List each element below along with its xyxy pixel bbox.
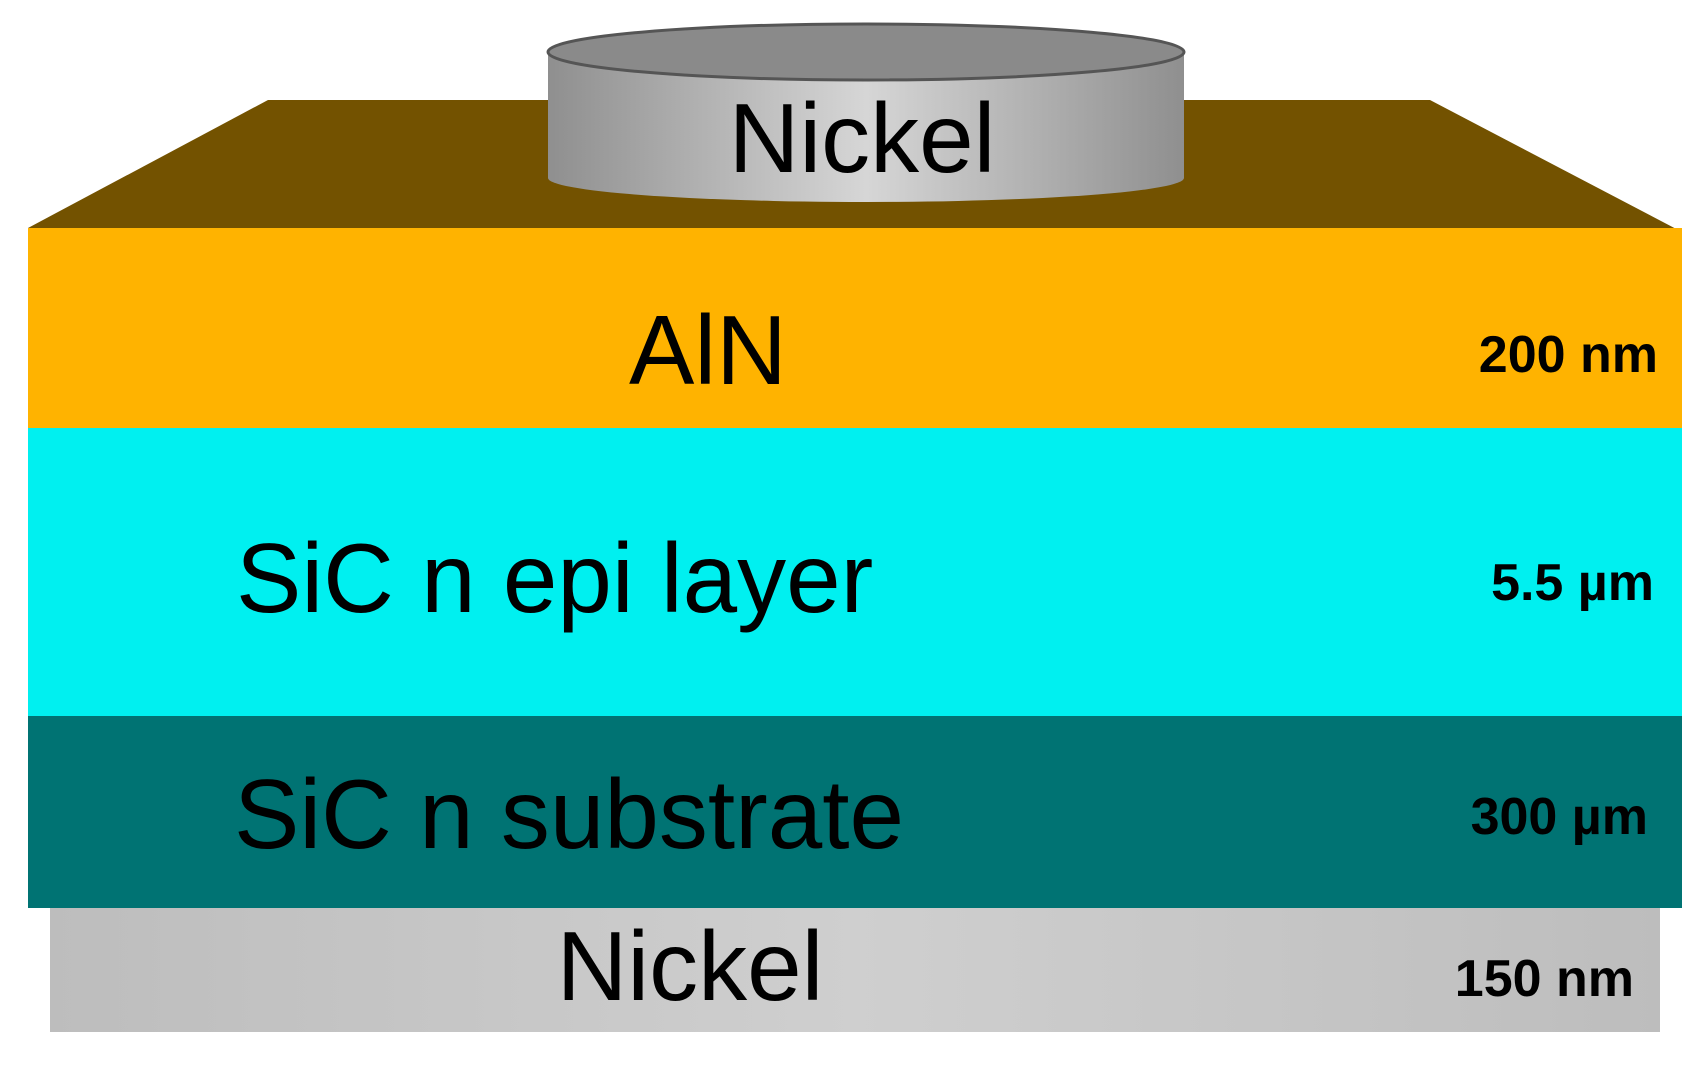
nickel-top-contact: Nickel (546, 22, 1186, 202)
sic-substrate-label: SiC n substrate (234, 759, 904, 869)
nickel-contact-side (548, 52, 1184, 202)
nickel-contact-label: Nickel (729, 83, 996, 193)
aln-thickness: 200 nm (1479, 326, 1658, 384)
nickel-back-thickness: 150 nm (1455, 950, 1634, 1008)
sic-substrate-layer (28, 716, 1682, 908)
sic-epi-label: SiC n epi layer (236, 523, 873, 633)
aln-label: AlN (629, 295, 787, 405)
nickel-back-contact-layer (50, 908, 1660, 1032)
sic-epi-thickness: 5.5 µm (1491, 554, 1654, 612)
sic-substrate-thickness: 300 µm (1471, 788, 1648, 846)
nickel-contact-top-face (546, 22, 1186, 82)
aln-layer (28, 228, 1682, 428)
sic-epi-layer (28, 428, 1682, 716)
nickel-back-label: Nickel (557, 911, 824, 1021)
